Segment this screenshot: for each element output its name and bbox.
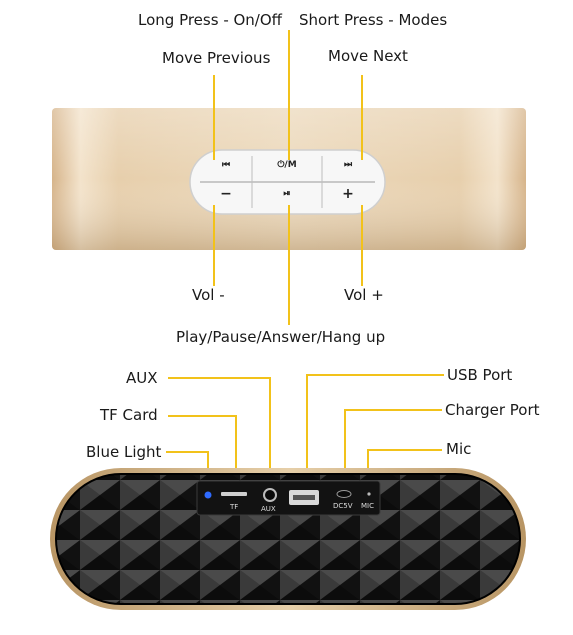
mic-port-text: MIC bbox=[361, 502, 374, 510]
vol-plus-button[interactable]: + bbox=[324, 186, 372, 202]
blue-led bbox=[204, 491, 212, 499]
next-button[interactable]: ⏭ bbox=[324, 160, 372, 170]
play-pause-label: Play/Pause/Answer/Hang up bbox=[176, 328, 386, 346]
tf-port-text: TF bbox=[230, 503, 239, 511]
prev-icon: ⏮ bbox=[221, 160, 231, 170]
top-panel bbox=[52, 108, 526, 250]
aux-label: AUX bbox=[126, 369, 158, 387]
short-press-label: Short Press - Modes bbox=[299, 11, 448, 29]
tf-slot bbox=[221, 492, 247, 496]
play-pause-icon: ⏯ bbox=[283, 189, 291, 199]
dc5v-port-text: DC5V bbox=[333, 502, 353, 510]
speaker-body bbox=[50, 468, 526, 610]
charger-port-label: Charger Port bbox=[445, 401, 540, 419]
prev-button[interactable]: ⏮ bbox=[202, 160, 250, 170]
long-press-label: Long Press - On/Off bbox=[138, 11, 283, 29]
next-icon: ⏭ bbox=[343, 160, 353, 170]
top-callout-lines bbox=[213, 30, 363, 325]
move-next-label: Move Next bbox=[328, 47, 408, 65]
vol-minus-label: Vol - bbox=[192, 286, 225, 304]
vol-plus-label: Vol + bbox=[344, 286, 384, 304]
mic-label: Mic bbox=[446, 440, 472, 458]
mic-hole bbox=[367, 492, 371, 496]
move-previous-label: Move Previous bbox=[162, 49, 271, 67]
charger-port bbox=[336, 490, 352, 498]
play-button[interactable]: ⏯ bbox=[254, 189, 320, 199]
vol-minus-button[interactable]: − bbox=[202, 186, 250, 202]
tf-card-label: TF Card bbox=[100, 406, 158, 424]
plus-icon: + bbox=[342, 186, 354, 202]
aux-port-text: AUX bbox=[261, 505, 276, 513]
power-mode-icon: ⏻/M bbox=[277, 160, 297, 170]
blue-light-label: Blue Light bbox=[86, 443, 162, 461]
usb-port-label: USB Port bbox=[447, 366, 513, 384]
power-mode-button[interactable]: ⏻/M bbox=[254, 160, 320, 170]
minus-icon: − bbox=[220, 186, 232, 202]
aux-jack bbox=[263, 488, 277, 502]
